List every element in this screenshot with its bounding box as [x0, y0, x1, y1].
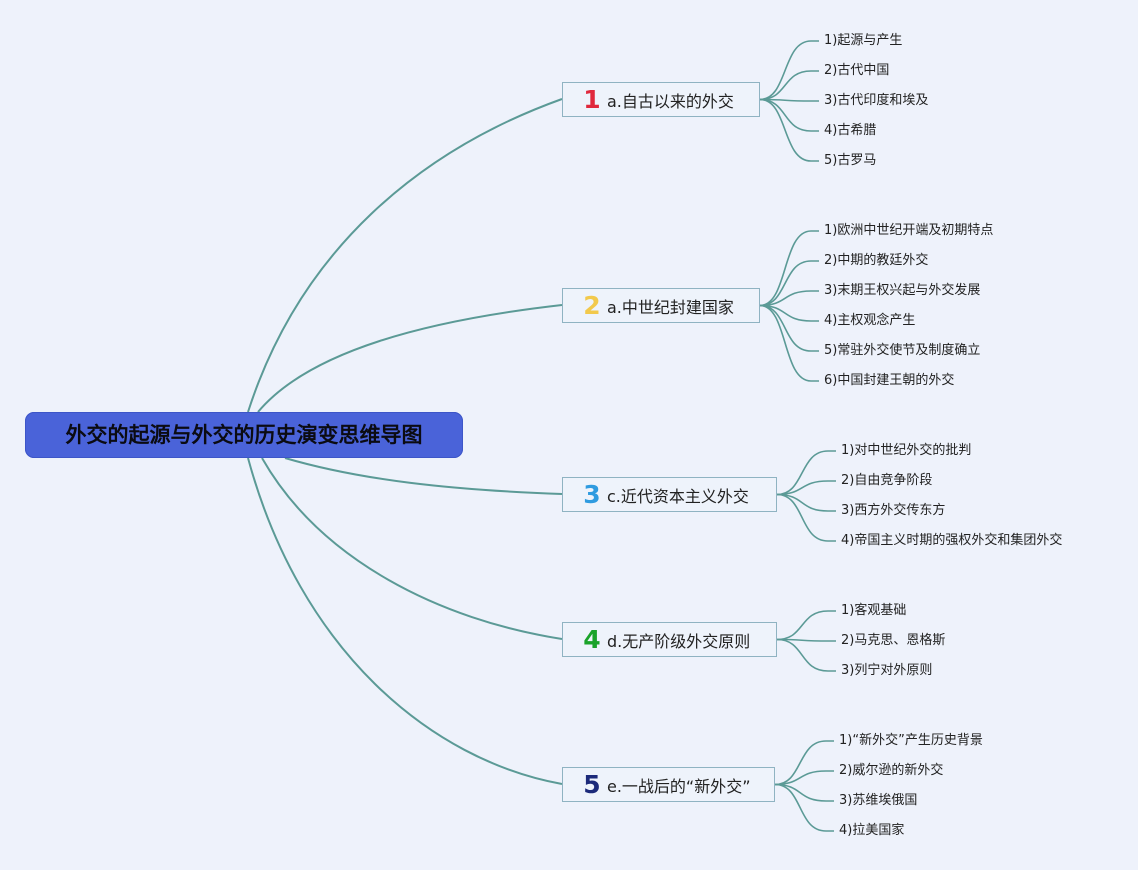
leaf-topic[interactable]: 3)古代印度和埃及: [824, 93, 929, 108]
leaf-connector: [759, 230, 819, 307]
leaf-connector: [759, 260, 819, 307]
root-topic[interactable]: 外交的起源与外交的历史演变思维导图: [25, 412, 463, 458]
leaf-topic[interactable]: 3)列宁对外原则: [841, 663, 933, 678]
branch-number-5: 5: [583, 770, 601, 799]
leaf-topic[interactable]: 3)苏维埃俄国: [839, 793, 918, 808]
leaf-connectors: [759, 40, 836, 832]
branch-number-2: 2: [583, 291, 601, 320]
leaf-topic[interactable]: 1)起源与产生: [824, 33, 903, 48]
leaf-connector: [759, 98, 819, 132]
branch-label-3: c.近代资本主义外交: [607, 486, 749, 506]
branch-label-4: d.无产阶级外交原则: [607, 631, 751, 651]
leaf-topic[interactable]: 4)拉美国家: [839, 823, 905, 838]
branch-label-2: a.中世纪封建国家: [607, 297, 734, 317]
leaf-connector: [776, 610, 836, 641]
leaf-connector: [774, 770, 834, 786]
leaf-topic[interactable]: 3)西方外交传东方: [841, 503, 946, 518]
leaf-connector: [776, 450, 836, 496]
branch-label-1: a.自古以来的外交: [607, 91, 734, 111]
branch-topic-5[interactable]: 5 e.一战后的“新外交”: [562, 767, 775, 802]
branch-number-1: 1: [583, 85, 601, 114]
leaf-connector: [776, 638, 836, 642]
root-connector-3: [284, 457, 563, 495]
leaf-connector: [759, 70, 819, 101]
root-connector-4: [261, 457, 563, 640]
leaf-topic[interactable]: 4)主权观念产生: [824, 313, 916, 328]
leaf-connector: [759, 40, 819, 101]
root-connector-1: [247, 98, 563, 413]
leaf-connector: [776, 638, 836, 672]
leaf-topic[interactable]: 3)末期王权兴起与外交发展: [824, 283, 981, 298]
branch-number-4: 4: [583, 625, 601, 654]
leaf-topic[interactable]: 1)欧洲中世纪开端及初期特点: [824, 223, 994, 238]
leaf-connector: [759, 304, 819, 382]
leaf-connector: [759, 304, 819, 322]
leaf-topic[interactable]: 6)中国封建王朝的外交: [824, 373, 955, 388]
branch-number-3: 3: [583, 480, 601, 509]
leaf-topic[interactable]: 1)客观基础: [841, 603, 907, 618]
leaf-connector: [759, 98, 819, 162]
leaf-connector: [774, 783, 834, 832]
leaf-topic[interactable]: 1)“新外交”产生历史背景: [839, 733, 983, 748]
branch-label-5: e.一战后的“新外交”: [607, 776, 751, 796]
leaf-topic[interactable]: 4)帝国主义时期的强权外交和集团外交: [841, 533, 1063, 548]
leaf-topic[interactable]: 2)马克思、恩格斯: [841, 633, 946, 648]
leaf-topic[interactable]: 2)自由竞争阶段: [841, 473, 933, 488]
leaf-connector: [759, 98, 819, 102]
leaf-topic[interactable]: 2)古代中国: [824, 63, 890, 78]
leaf-topic[interactable]: 2)中期的教廷外交: [824, 253, 929, 268]
leaf-connector: [776, 493, 836, 542]
leaf-connector: [776, 480, 836, 496]
branch-topic-3[interactable]: 3 c.近代资本主义外交: [562, 477, 777, 512]
branch-topic-1[interactable]: 1 a.自古以来的外交: [562, 82, 760, 117]
root-connector-2: [257, 304, 563, 413]
leaf-connector: [776, 493, 836, 512]
leaf-connector: [774, 783, 834, 802]
branch-topic-2[interactable]: 2 a.中世纪封建国家: [562, 288, 760, 323]
leaf-topic[interactable]: 2)威尔逊的新外交: [839, 763, 944, 778]
leaf-topic[interactable]: 1)对中世纪外交的批判: [841, 443, 972, 458]
leaf-connector: [759, 304, 819, 352]
leaf-topic[interactable]: 5)常驻外交使节及制度确立: [824, 343, 981, 358]
leaf-topic[interactable]: 4)古希腊: [824, 123, 877, 138]
leaf-connector: [774, 740, 834, 786]
leaf-topic[interactable]: 5)古罗马: [824, 153, 877, 168]
branch-topic-4[interactable]: 4 d.无产阶级外交原则: [562, 622, 777, 657]
root-connector-5: [247, 457, 563, 785]
leaf-connector: [759, 290, 819, 307]
